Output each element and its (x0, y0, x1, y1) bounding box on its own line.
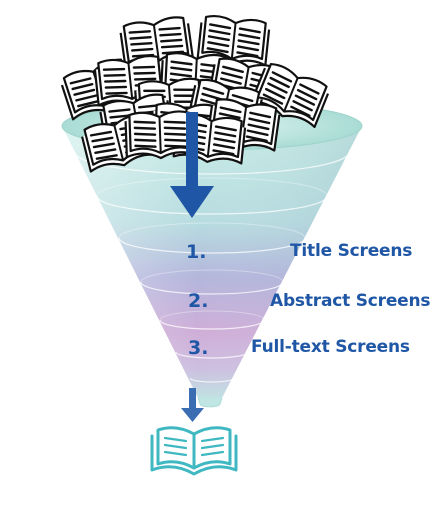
stage-1-label: Title Screens (290, 241, 413, 261)
output-arrow-icon (181, 388, 204, 422)
result-book-icon (150, 426, 238, 476)
stage-2-label: Abstract Screens (270, 291, 431, 311)
stage-3-label: Full-text Screens (251, 337, 410, 357)
stage-1-number: 1. (186, 241, 207, 263)
open-book-icon (250, 62, 330, 129)
stage-3-number: 3. (188, 337, 209, 359)
open-book-icon (124, 110, 196, 160)
funnel-spout (197, 397, 223, 408)
stage-2-number: 2. (188, 290, 209, 312)
funnel-band-tops (96, 177, 328, 321)
down-arrow-icon (170, 112, 214, 218)
funnel-shading (62, 126, 362, 402)
